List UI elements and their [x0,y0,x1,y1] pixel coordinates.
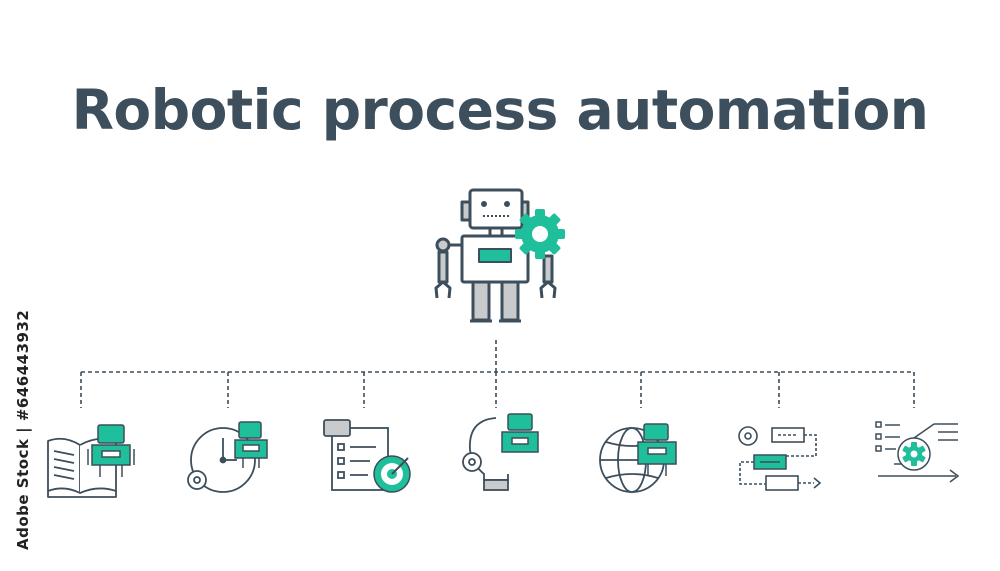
robot-globe-icon [599,423,677,493]
checklist-gear-arrows-icon [875,421,960,483]
robot-reading-book-icon [47,424,135,498]
robot-clock-gear-icon [187,421,268,493]
process-flowchart-gear-icon [738,426,822,491]
robot-checklist-target-icon [323,419,411,493]
robot-with-gear-icon [434,188,557,323]
gear-icon [515,209,565,259]
robot-lightbulb-gear-icon [462,413,539,491]
connector-lines [80,340,915,408]
page-title: Robotic process automation [71,78,929,142]
